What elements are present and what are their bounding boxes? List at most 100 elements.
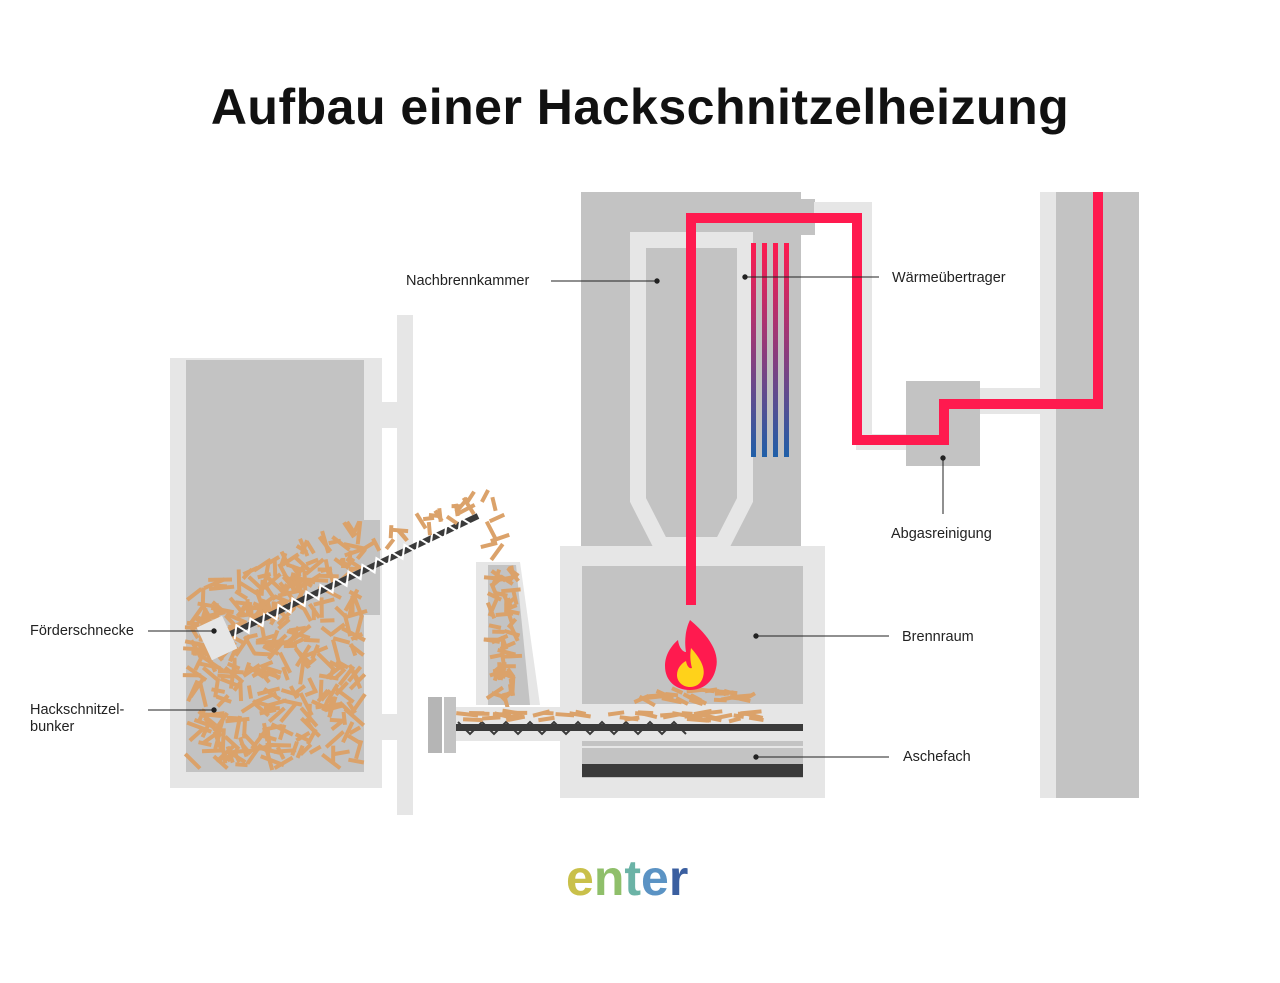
woodchip [188,605,205,626]
woodchip [204,711,225,718]
chimney-outer [1040,192,1058,798]
woodchip [241,731,260,751]
woodchip [216,744,235,762]
woodchip [499,640,516,651]
woodchip [233,715,243,740]
woodchip [484,520,498,540]
woodchip [290,740,299,756]
conveyor-screw [196,513,480,661]
woodchip [279,583,289,595]
woodchip [347,733,363,746]
woodchip [211,687,226,694]
woodchip [506,597,514,610]
woodchip [331,639,341,663]
woodchip [307,602,322,619]
woodchip [501,692,511,712]
woodchip [257,598,266,614]
woodchip [569,711,591,719]
woodchip [265,572,282,588]
label-waermeuebertrager: Wärmeübertrager [892,270,1006,286]
woodchip [480,489,490,503]
woodchip [575,709,587,716]
woodchip [254,588,263,604]
woodchip [503,664,516,669]
woodchip [239,741,252,756]
woodchip [704,687,718,694]
label-brennraum: Brennraum [902,629,974,645]
woodchip [297,580,308,591]
woodchip [695,716,710,723]
woodchip [201,728,223,746]
woodchips-auger [456,708,764,724]
woodchip [211,600,227,615]
woodchip [637,710,658,720]
heat-exchanger-tubes [751,243,789,457]
woodchip [316,651,337,672]
woodchip [331,535,351,552]
woodchip [299,706,319,728]
woodchip [185,665,208,682]
woodchip [489,669,503,678]
woodchips-chute [483,565,523,712]
woodchip [384,538,396,551]
woodchip [259,625,267,640]
woodchip [236,569,242,593]
woodchip [319,688,332,702]
woodchip [289,625,307,633]
woodchip [740,709,762,716]
heating-circuit-pipe [686,192,1103,605]
woodchip [662,712,680,720]
woodchip [499,574,514,586]
woodchips-bunker [182,520,368,771]
woodchip [506,567,520,583]
woodchip [281,666,290,681]
woodchip [332,636,351,645]
woodchip [347,550,353,566]
woodchip [638,694,656,708]
woodchip [341,721,355,744]
woodchip [253,651,272,657]
woodchip [318,679,324,699]
woodchip [338,700,352,714]
woodchip [532,709,551,718]
woodchip [295,744,305,759]
woodchip [349,692,367,716]
woodchip [257,686,281,697]
woodchip [320,618,335,623]
woodchip [303,637,320,643]
horizontal-auger-spiral [457,720,687,736]
woodchip [228,645,239,663]
woodchip [238,581,260,596]
woodchip [259,754,285,768]
woodchip [307,677,318,694]
page-title: Aufbau einer Hackschnitzelheizung [210,79,1070,135]
woodchip [186,620,200,627]
woodchip [480,540,498,550]
woodchip [273,748,297,754]
woodchip [315,702,341,710]
woodchip [497,648,516,657]
woodchip [286,625,301,648]
woodchip [281,552,300,567]
woodchip [329,622,346,637]
woodchip [298,659,306,685]
woodchip [262,723,283,732]
woodchip [426,521,432,536]
woodchip [259,579,265,596]
woodchip [263,706,280,711]
woodchip [240,699,260,714]
woodchip [730,695,748,702]
woodchip [488,623,502,630]
label-aschefach: Aschefach [903,749,971,765]
brand-logo: enter [566,850,688,906]
woodchip [555,712,575,718]
woodchip [342,521,356,539]
woodchip [279,701,299,724]
woodchip [492,629,505,634]
woodchip [217,669,244,675]
woodchip [505,714,523,723]
woodchip [294,556,311,572]
woodchip [226,661,241,671]
woodchip [262,583,277,601]
woodchip [237,612,253,619]
